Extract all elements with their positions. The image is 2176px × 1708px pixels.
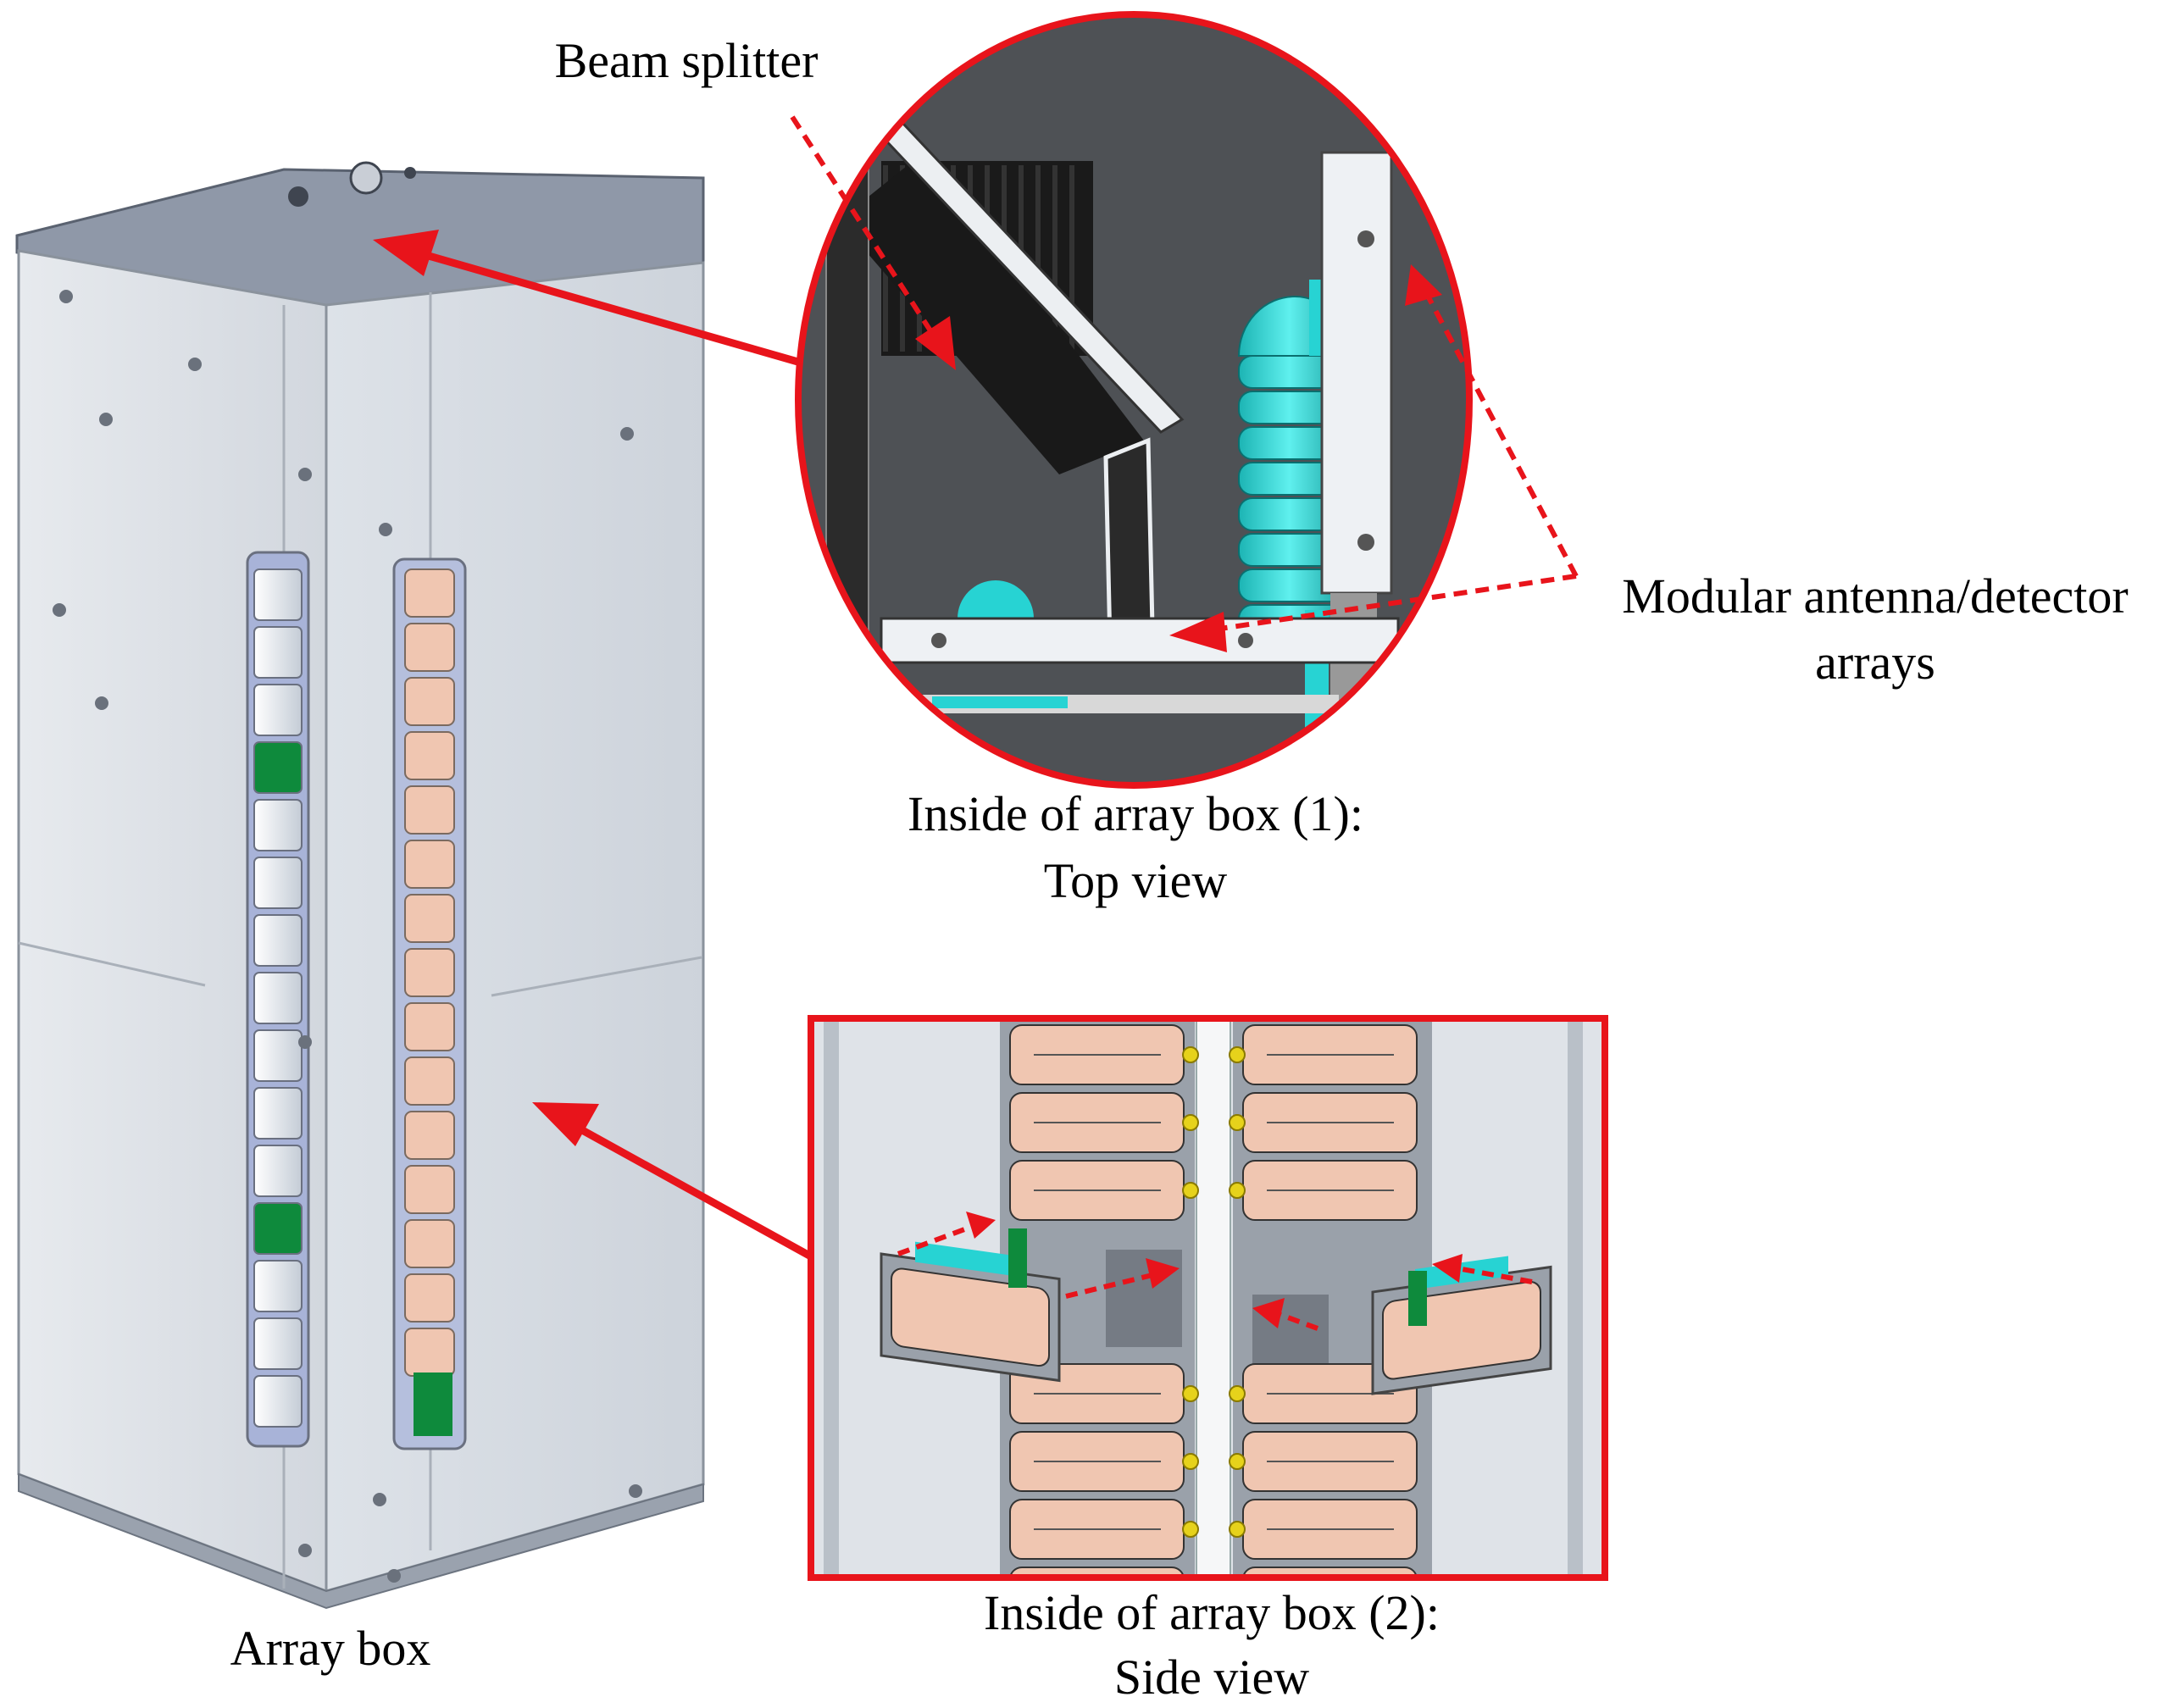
antenna-module xyxy=(404,1219,455,1268)
right-window xyxy=(392,557,467,1450)
antenna-module xyxy=(404,623,455,672)
sma-connector xyxy=(1229,1046,1246,1063)
lens-element xyxy=(253,1260,303,1312)
right-face xyxy=(325,261,705,1593)
sma-connector xyxy=(1229,1521,1246,1538)
screw xyxy=(629,1484,642,1498)
lens-element xyxy=(253,626,303,679)
side-view-detail xyxy=(811,1018,1605,1578)
screw xyxy=(379,523,392,536)
sma-connector xyxy=(1229,1114,1246,1131)
lens-element xyxy=(253,1087,303,1140)
beam-splitter-label: Beam splitter xyxy=(554,33,819,88)
array-box-caption: Array box xyxy=(230,1621,431,1676)
antenna-module xyxy=(404,1002,455,1051)
antenna-module xyxy=(1229,1024,1418,1085)
screw xyxy=(53,603,66,617)
screw xyxy=(373,1493,386,1506)
antenna-module xyxy=(1009,1431,1199,1492)
antenna-module xyxy=(404,1328,455,1377)
antenna-module xyxy=(404,1111,455,1160)
modular-arrays-label-line2: arrays xyxy=(1815,635,1935,690)
lens-element xyxy=(253,914,303,967)
antenna-module xyxy=(404,1056,455,1106)
modular-arrays-label-line1: Modular antenna/detector xyxy=(1622,568,2129,624)
lens-element xyxy=(253,1145,303,1197)
antenna-module xyxy=(404,840,455,889)
sma-connector xyxy=(1182,1182,1199,1199)
lens-element xyxy=(253,972,303,1024)
screw xyxy=(298,1035,312,1049)
top-view-ring xyxy=(795,11,1473,789)
beam-splitter-arrowhead xyxy=(915,316,956,370)
antenna-module xyxy=(1229,1160,1418,1221)
screw xyxy=(188,358,202,371)
sma-connector xyxy=(1229,1453,1246,1470)
top-view-caption-line2: Top view xyxy=(1043,853,1228,908)
screw xyxy=(59,290,73,303)
screw xyxy=(298,468,312,481)
screw xyxy=(620,427,634,441)
lens-element xyxy=(253,1375,303,1428)
sma-connector xyxy=(1229,1385,1246,1402)
side-view-caption-line1: Inside of array box (2): xyxy=(984,1585,1440,1640)
right-face-arrowhead xyxy=(532,1102,599,1146)
beam-splitter-panel xyxy=(839,152,1144,474)
top-view-detail xyxy=(798,14,1469,785)
screw xyxy=(99,413,113,426)
antenna-module xyxy=(1009,1499,1199,1560)
antenna-module xyxy=(404,1273,455,1323)
sma-connector xyxy=(1182,1521,1199,1538)
antenna-module xyxy=(404,568,455,618)
antenna-module xyxy=(404,1165,455,1214)
lens-element xyxy=(253,684,303,736)
pcb-board xyxy=(414,1372,452,1436)
lens-element xyxy=(253,857,303,909)
antenna-module xyxy=(404,731,455,780)
left-window xyxy=(246,551,310,1448)
antenna-module xyxy=(1009,1024,1199,1085)
sma-connector xyxy=(1182,1114,1199,1131)
antenna-module xyxy=(1229,1092,1418,1153)
screw xyxy=(95,696,108,710)
lens-element xyxy=(253,568,303,621)
side-view-frame xyxy=(808,1015,1608,1581)
sma-connector xyxy=(1229,1182,1246,1199)
screw xyxy=(387,1569,401,1583)
sma-connector xyxy=(1182,1385,1199,1402)
lens-element xyxy=(253,1029,303,1082)
antenna-module xyxy=(1009,1160,1199,1221)
top-plate-arrowhead xyxy=(373,230,439,276)
antenna-module xyxy=(404,948,455,997)
module-rail xyxy=(1320,151,1393,595)
antenna-module xyxy=(1009,1092,1199,1153)
antenna-module xyxy=(404,677,455,726)
lens-element xyxy=(253,799,303,851)
sma-connector xyxy=(1182,1453,1199,1470)
antenna-module xyxy=(1229,1431,1418,1492)
sma-connector xyxy=(1182,1046,1199,1063)
antenna-module xyxy=(404,785,455,835)
top-view-caption-line1: Inside of array box (1): xyxy=(908,786,1363,841)
pcb-board xyxy=(253,1202,303,1255)
base-plate xyxy=(18,1472,704,1610)
antenna-module xyxy=(404,894,455,943)
antenna-module xyxy=(1229,1499,1418,1560)
lens-element xyxy=(253,1317,303,1370)
bottom-frame-bar xyxy=(880,617,1400,664)
screw xyxy=(298,1544,312,1557)
side-view-caption-line2: Side view xyxy=(1113,1650,1310,1705)
left-tilted-module xyxy=(880,1241,1061,1383)
callout-arrows xyxy=(373,115,1579,1331)
array-box xyxy=(15,161,705,1610)
pcb-board xyxy=(253,741,303,794)
